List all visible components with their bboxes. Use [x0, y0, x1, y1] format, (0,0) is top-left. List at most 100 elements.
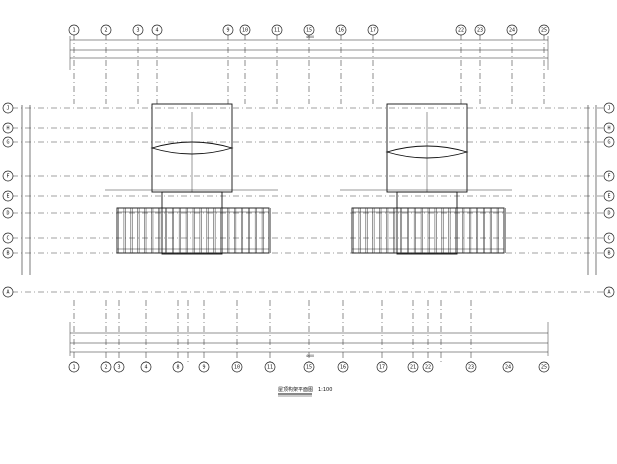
axis-bubble-bottom-label: 22: [425, 364, 431, 370]
axis-bubble-top: 9: [222, 24, 234, 36]
axis-bubble-right-label: H: [607, 125, 610, 131]
side-dimension-lines: [21, 105, 597, 275]
axis-bubble-top: 1: [68, 24, 80, 36]
axis-bubble-right: B: [603, 247, 615, 259]
axis-bubble-bottom-label: 25: [541, 364, 547, 370]
axis-bubble-left: C: [2, 232, 14, 244]
axis-bubble-bottom: 17: [376, 361, 388, 373]
axis-bubble-bottom: 23: [465, 361, 477, 373]
axis-bubble-top: 23: [474, 24, 486, 36]
axis-bubble-left-label: J: [6, 105, 9, 111]
left-roof-block: [105, 103, 278, 255]
axis-bubble-bottom: 4: [140, 361, 152, 373]
axis-bubble-bottom: 8: [172, 361, 184, 373]
axis-bubble-left-label: A: [6, 289, 9, 295]
axis-bubble-bottom: 11: [264, 361, 276, 373]
axis-bubble-top-label: 24: [509, 27, 515, 33]
axis-bubble-top-label: 25: [541, 27, 547, 33]
axis-bubble-right-label: C: [607, 235, 610, 241]
axis-bubble-bottom-label: 10: [234, 364, 240, 370]
bottom-overall-dim: 4600: [306, 354, 314, 358]
axis-bubble-bottom: 24: [502, 361, 514, 373]
axis-bubble-left-label: E: [6, 193, 9, 199]
axis-bubble-left: J: [2, 102, 14, 114]
axis-bubble-top: 17: [367, 24, 379, 36]
axis-bubble-top-label: 9: [226, 27, 229, 33]
right-roof-block: [340, 103, 512, 255]
axis-bubble-bottom-label: 3: [117, 364, 120, 370]
axis-bubble-right: A: [603, 286, 615, 298]
axis-bubble-bottom-label: 16: [340, 364, 346, 370]
axis-bubble-bottom-label: 23: [468, 364, 474, 370]
drawing-title-block: 屋顶构架平面图 1:100: [278, 386, 332, 397]
axis-bubble-right: F: [603, 170, 615, 182]
left-axis-bubbles: J H G F E D C B A: [2, 102, 14, 298]
axis-bubble-top-label: 22: [458, 27, 464, 33]
vertical-grid-lines: [73, 34, 545, 362]
axis-bubble-left: B: [2, 247, 14, 259]
axis-bubble-bottom-label: 24: [505, 364, 511, 370]
axis-bubble-bottom: 22: [422, 361, 434, 373]
axis-bubble-top: 3: [132, 24, 144, 36]
top-overall-dim: 4600: [306, 35, 314, 39]
axis-bubble-bottom-label: 8: [176, 364, 179, 370]
axis-bubble-right-label: E: [607, 193, 610, 199]
axis-bubble-bottom-label: 21: [410, 364, 416, 370]
axis-bubble-top: 16: [335, 24, 347, 36]
axis-bubble-right-label: J: [607, 105, 610, 111]
axis-bubble-top: 25: [538, 24, 550, 36]
axis-bubble-bottom: 25: [538, 361, 550, 373]
axis-bubble-top-label: 17: [370, 27, 376, 33]
axis-bubble-top-label: 2: [104, 27, 107, 33]
axis-bubble-right-label: G: [607, 139, 610, 145]
axis-bubble-bottom-label: 17: [379, 364, 385, 370]
left-rafter-bars: [116, 208, 271, 253]
axis-bubble-bottom: 3: [113, 361, 125, 373]
axis-bubble-top-label: 10: [242, 27, 248, 33]
axis-bubble-top: 2: [100, 24, 112, 36]
axis-bubble-left-label: G: [6, 139, 9, 145]
axis-bubble-right-label: A: [607, 289, 610, 295]
axis-bubble-right-label: F: [607, 173, 610, 179]
axis-bubble-top-label: 23: [477, 27, 483, 33]
axis-bubble-left-label: D: [6, 210, 9, 216]
axis-bubble-left: A: [2, 286, 14, 298]
right-axis-bubbles: J H G F E D C B A: [603, 102, 615, 298]
axis-bubble-bottom-label: 2: [104, 364, 107, 370]
axis-bubble-top: 10: [239, 24, 251, 36]
axis-bubble-top-label: 15: [306, 27, 312, 33]
drawing-title: 屋顶构架平面图: [278, 386, 313, 393]
axis-bubble-top: 24: [506, 24, 518, 36]
right-rafter-bars: [351, 208, 506, 253]
axis-bubble-left: F: [2, 170, 14, 182]
axis-bubble-bottom: 16: [337, 361, 349, 373]
axis-bubble-left: H: [2, 122, 14, 134]
axis-bubble-right: D: [603, 207, 615, 219]
axis-bubble-left-label: H: [6, 125, 9, 131]
axis-bubble-bottom: 21: [407, 361, 419, 373]
axis-bubble-right: J: [603, 102, 615, 114]
axis-bubble-top-label: 16: [338, 27, 344, 33]
axis-bubble-top: 22: [455, 24, 467, 36]
axis-bubble-left-label: F: [6, 173, 9, 179]
axis-bubble-bottom-label: 11: [267, 364, 273, 370]
axis-bubble-top-label: 1: [72, 27, 75, 33]
axis-bubble-right-label: B: [607, 250, 610, 256]
axis-bubble-left: G: [2, 136, 14, 148]
axis-bubble-top: 4: [151, 24, 163, 36]
axis-bubble-right: H: [603, 122, 615, 134]
axis-bubble-top-label: 11: [274, 27, 280, 33]
axis-bubble-left-label: C: [6, 235, 9, 241]
axis-bubble-bottom: 9: [198, 361, 210, 373]
axis-bubble-bottom: 10: [231, 361, 243, 373]
axis-bubble-left-label: B: [6, 250, 9, 256]
axis-bubble-bottom: 2: [100, 361, 112, 373]
horizontal-grid-lines: [12, 107, 604, 293]
axis-bubble-bottom: 15: [303, 361, 315, 373]
axis-bubble-right: G: [603, 136, 615, 148]
axis-bubble-right-label: D: [607, 210, 610, 216]
